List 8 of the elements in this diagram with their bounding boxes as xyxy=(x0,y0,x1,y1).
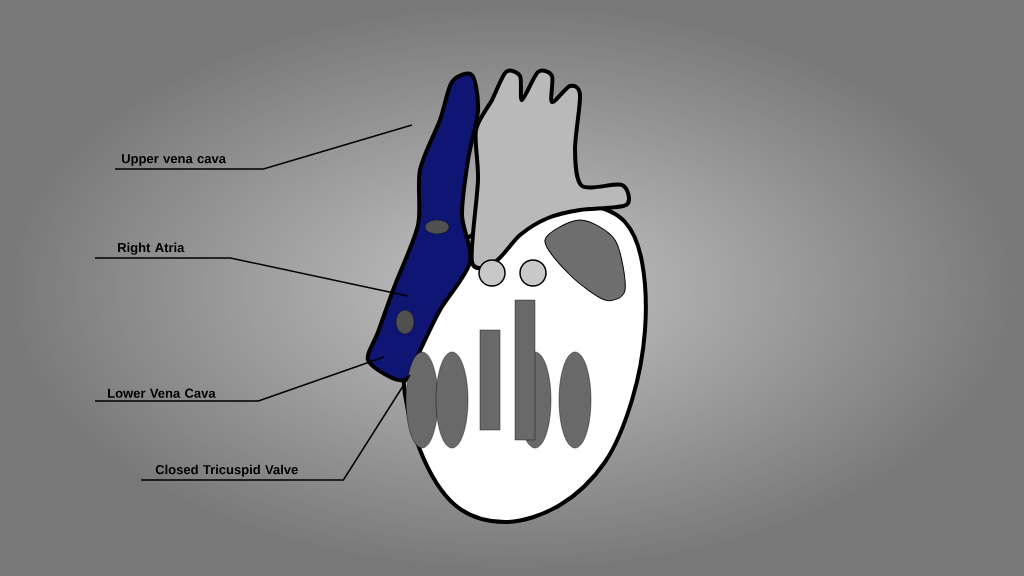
leader-line xyxy=(94,257,409,297)
leader-line xyxy=(140,374,411,481)
label-text: Right Atria xyxy=(118,242,185,255)
leader-line xyxy=(94,356,385,402)
label-text: Upper vena cava xyxy=(122,154,227,166)
label-text: Lower Vena Cava xyxy=(108,388,216,398)
leader-line xyxy=(114,124,413,170)
label-text: Closed Tricuspid Valve xyxy=(155,464,298,477)
